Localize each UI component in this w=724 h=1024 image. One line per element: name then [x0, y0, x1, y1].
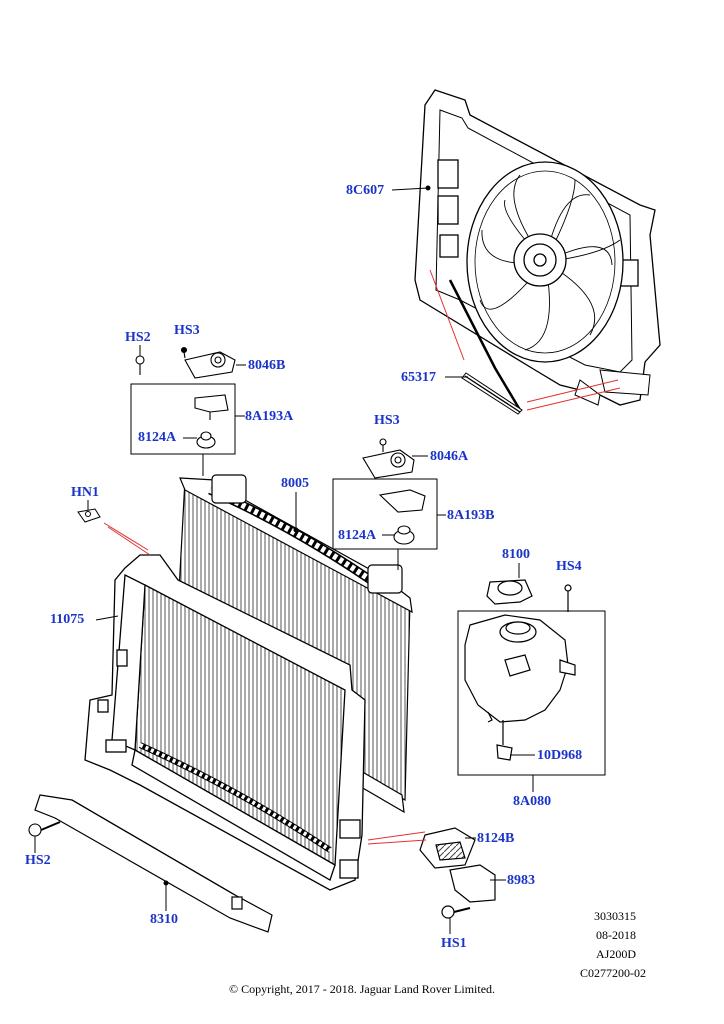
- expansion-tank[interactable]: [464, 579, 576, 761]
- callout-hs1[interactable]: HS1: [441, 936, 467, 951]
- callout-hs3-left[interactable]: HS3: [174, 323, 200, 338]
- callout-8124b[interactable]: 8124B: [477, 831, 515, 846]
- callout-8046b[interactable]: 8046B: [248, 358, 286, 373]
- callout-hs2-upper[interactable]: HS2: [125, 330, 151, 345]
- callout-8124a-left[interactable]: 8124A: [138, 430, 177, 445]
- callout-10d968[interactable]: 10D968: [537, 748, 583, 763]
- callout-8100[interactable]: 8100: [502, 547, 530, 562]
- upper-mount-left[interactable]: [135, 346, 236, 449]
- callout-hn1[interactable]: HN1: [71, 485, 99, 500]
- callout-8a193b[interactable]: 8A193B: [447, 508, 495, 523]
- reference-date: 08-2018: [596, 928, 636, 942]
- copyright-notice: © Copyright, 2017 - 2018. Jaguar Land Ro…: [228, 982, 496, 996]
- callout-65317[interactable]: 65317: [401, 370, 436, 385]
- callout-11075[interactable]: 11075: [50, 612, 85, 627]
- leader-lines: [34, 185, 535, 934]
- callout-hs4[interactable]: HS4: [556, 559, 582, 574]
- upper-mount-right[interactable]: [362, 438, 426, 545]
- callout-8124a-right[interactable]: 8124A: [338, 528, 377, 543]
- lower-deflector[interactable]: [34, 794, 273, 933]
- callout-hs3-right[interactable]: HS3: [374, 413, 400, 428]
- callout-hs2-lower[interactable]: HS2: [25, 853, 51, 868]
- callout-8983[interactable]: 8983: [507, 873, 535, 888]
- callout-8c607[interactable]: 8C607: [346, 183, 385, 198]
- callout-8310[interactable]: 8310: [150, 912, 178, 927]
- callout-8a193a[interactable]: 8A193A: [245, 409, 294, 424]
- callout-8a080[interactable]: 8A080: [513, 794, 552, 809]
- reference-model: AJ200D: [595, 947, 636, 961]
- callout-8005[interactable]: 8005: [281, 476, 309, 491]
- nut-hn1[interactable]: [77, 508, 101, 523]
- bolt-hs2-lower[interactable]: [28, 821, 61, 837]
- radiator-frame[interactable]: [84, 554, 366, 891]
- red-alignment-lines: [103, 269, 621, 845]
- seal-strip[interactable]: [448, 279, 523, 415]
- lower-bracket[interactable]: [419, 827, 496, 919]
- fan-shroud[interactable]: [414, 89, 661, 406]
- reference-code: C0277200-02: [580, 966, 646, 980]
- reference-number: 3030315: [594, 909, 636, 923]
- callout-8046a[interactable]: 8046A: [430, 449, 469, 464]
